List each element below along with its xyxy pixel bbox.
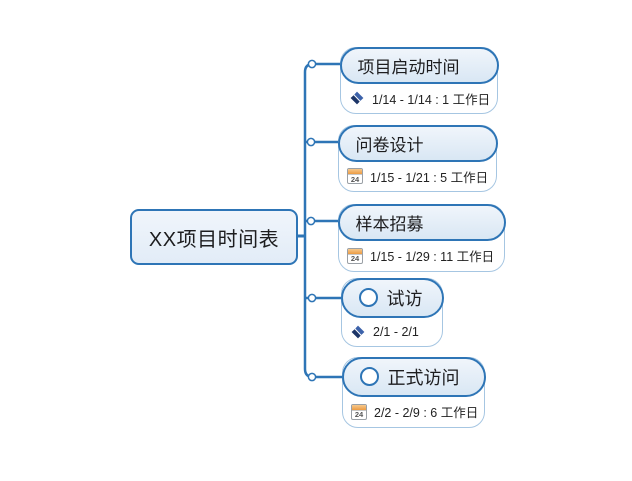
topic-title-box[interactable]: 样本招募 (337, 203, 506, 241)
topic-label: 试访 (386, 288, 423, 309)
calendar-icon: 24 (347, 168, 363, 185)
calendar-day-number: 24 (350, 254, 360, 263)
task-date-label: 1/15 - 1/29 : 11 工作日 (370, 250, 495, 265)
topic-label: 问卷设计 (355, 135, 424, 155)
topic-node-pilot-interview[interactable]: 试访 2/1 - 2/1 (340, 277, 444, 347)
task-date-row: 2/1 - 2/1 (342, 318, 442, 347)
topic-label: 正式访问 (387, 367, 460, 388)
branch-collapse-handle-4[interactable] (307, 293, 317, 303)
milestone-diamond-icon (349, 90, 365, 106)
branch-collapse-handle-3[interactable] (306, 216, 316, 226)
calendar-day-number: 24 (350, 174, 360, 184)
milestone-diamond-icon (350, 324, 366, 340)
branch-collapse-handle-1[interactable] (307, 59, 317, 69)
task-date-label: 1/14 - 1/14 : 1 工作日 (372, 92, 491, 107)
topic-title-box[interactable]: 试访 (340, 277, 444, 318)
calendar-header (348, 169, 362, 176)
task-date-row: 24 2/2 - 2/9 : 6 工作日 (343, 397, 484, 428)
calendar-icon: 24 (351, 403, 367, 420)
calendar-header (352, 404, 366, 411)
topic-title-box[interactable]: 问卷设计 (337, 124, 498, 162)
progress-circle-icon (358, 288, 378, 307)
topic-title-box[interactable]: 项目启动时间 (339, 46, 499, 84)
task-date-label: 2/2 - 2/9 : 6 工作日 (374, 406, 479, 421)
topic-title-box[interactable]: 正式访问 (341, 356, 486, 397)
task-date-row: 24 1/15 - 1/21 : 5 工作日 (339, 162, 496, 192)
topic-node-sample-recruitment[interactable]: 样本招募 24 1/15 - 1/29 : 11 工作日 (337, 203, 506, 272)
calendar-day-number: 24 (354, 410, 364, 419)
task-date-label: 2/1 - 2/1 (373, 324, 419, 339)
task-date-row: 1/14 - 1/14 : 1 工作日 (341, 84, 497, 114)
root-topic-label: XX项目时间表 (148, 228, 280, 251)
topic-node-questionnaire-design[interactable]: 问卷设计 24 1/15 - 1/21 : 5 工作日 (337, 124, 498, 192)
root-topic[interactable]: XX项目时间表 (130, 209, 298, 265)
calendar-header (348, 248, 362, 255)
task-date-row: 24 1/15 - 1/29 : 11 工作日 (339, 241, 504, 272)
topic-label: 样本招募 (355, 214, 424, 234)
topic-node-formal-interview[interactable]: 正式访问 24 2/2 - 2/9 : 6 工作日 (341, 356, 486, 428)
calendar-icon: 24 (347, 247, 363, 264)
topic-node-project-start[interactable]: 项目启动时间 1/14 - 1/14 : 1 工作日 (339, 46, 499, 114)
task-date-label: 1/15 - 1/21 : 5 工作日 (370, 170, 489, 185)
branch-collapse-handle-2[interactable] (306, 137, 316, 147)
progress-circle-icon (359, 367, 379, 386)
branch-collapse-handle-5[interactable] (307, 372, 317, 382)
topic-label: 项目启动时间 (357, 57, 460, 77)
